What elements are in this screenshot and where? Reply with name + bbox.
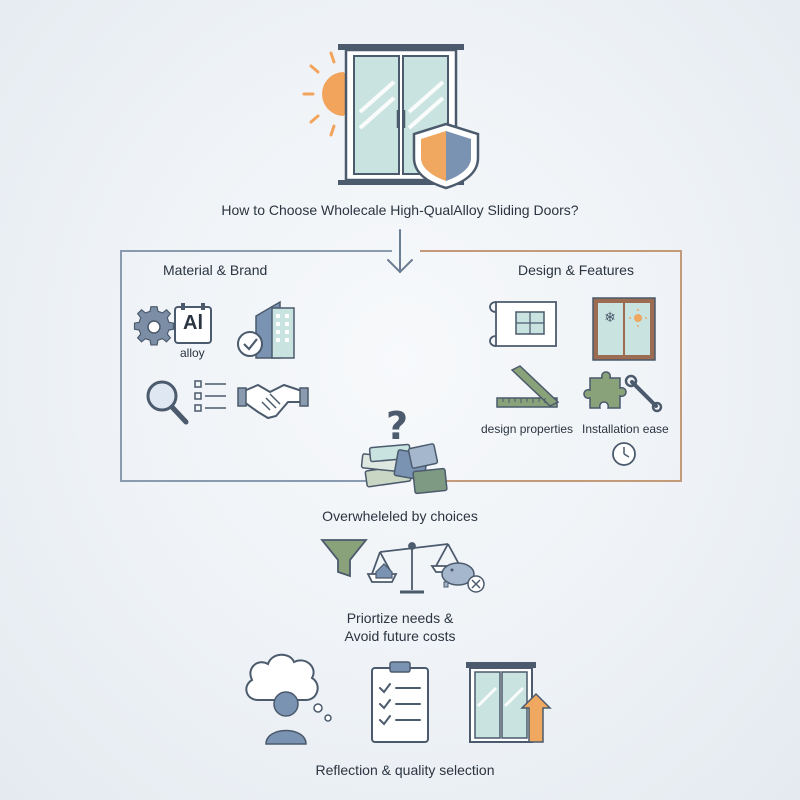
balance-scale-icon [366, 542, 466, 594]
alloy-badge-text: Al [183, 312, 203, 334]
final-label: Reflection & quality selection [315, 762, 495, 778]
page-title: How to Choose Wholecale High-QualAlloy S… [221, 202, 579, 218]
thinking-person-icon [245, 653, 332, 745]
prioritize-line-1: Priortize needs & [346, 610, 454, 626]
clipboard-checklist-icon [371, 661, 429, 743]
alloy-label: alloy [180, 346, 205, 360]
piggy-bank-cancel-icon [441, 562, 485, 593]
design-features-heading: Design & Features [518, 262, 634, 278]
material-brand-panel [120, 250, 392, 482]
door-upgrade-icon [466, 662, 552, 743]
house-icon [375, 563, 393, 579]
prioritize-line-2: Avoid future costs [344, 628, 456, 644]
design-features-panel [420, 250, 682, 482]
funnel-icon [320, 539, 368, 578]
sun-icon [302, 51, 365, 137]
installation-ease-label: Installation ease [582, 422, 669, 436]
sliding-door-icon [338, 44, 464, 185]
material-brand-heading: Material & Brand [163, 262, 268, 278]
shield-icon [412, 122, 480, 190]
question-mark: ? [386, 404, 409, 448]
design-properties-label: design properties [481, 422, 574, 436]
overwhelmed-label: Overwheleled by choices [322, 508, 478, 524]
